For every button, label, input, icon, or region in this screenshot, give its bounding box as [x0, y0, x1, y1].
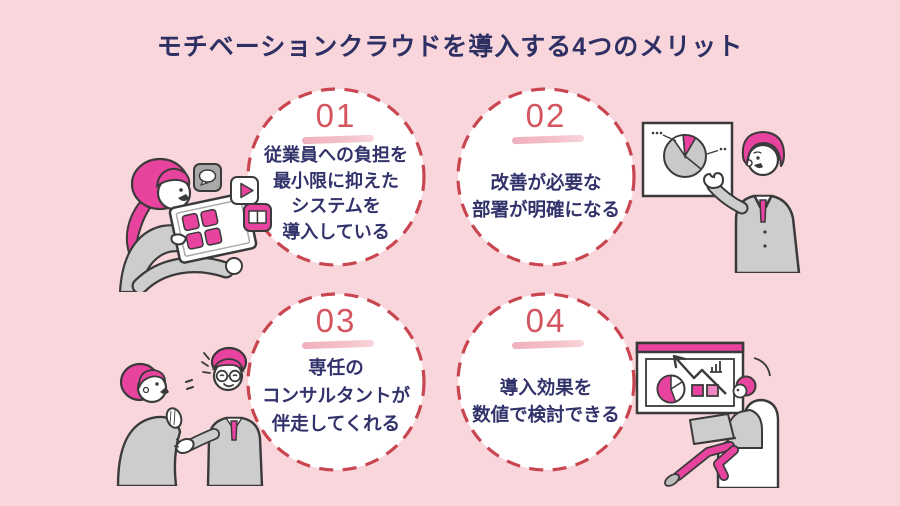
benefit-text-line: 専任の — [308, 357, 364, 378]
benefit-text-line: 従業員への負担を — [264, 145, 408, 165]
benefit-text-line: 最小限に抑えた — [273, 170, 399, 191]
whiteboard-pie-chart — [641, 121, 734, 198]
benefit-card-02: 02 改善が必要な 部署が明確になる — [454, 85, 638, 269]
benefit-card-03: 03 専任の コンサルタントが 伴走してくれる — [244, 290, 428, 474]
dashed-ring — [246, 292, 426, 472]
benefit-text-line: 数値で検討できる — [472, 404, 620, 425]
benefit-text-line: 導入している — [282, 221, 390, 242]
dashed-ring — [456, 87, 636, 267]
benefit-text-line: 導入効果を — [499, 377, 593, 398]
page-title: モチベーションクラウドを導入する4つのメリット — [156, 33, 744, 61]
benefit-card-04: 04 導入効果を 数値で検討できる — [454, 290, 638, 474]
tablet — [168, 192, 258, 264]
dashed-ring — [456, 292, 636, 472]
benefit-text: 従業員への負担を 最小限に抑えた システムを 導入している — [244, 143, 428, 245]
glasses — [215, 369, 242, 383]
benefit-text-line: 改善が必要な — [490, 172, 602, 193]
speech-bubble-icon — [193, 163, 222, 192]
benefit-text-line: 部署が明確になる — [471, 199, 620, 220]
illustration-dashboard-person — [635, 341, 780, 488]
benefit-text: 導入効果を 数値で検討できる — [454, 374, 638, 428]
dashed-ring — [246, 87, 426, 267]
benefit-number: 02 — [525, 97, 567, 134]
benefit-text-line: システムを — [291, 196, 381, 216]
illustration-two-businessmen — [116, 346, 264, 486]
illustration-woman-tablet — [118, 157, 272, 292]
illustration-man-whiteboard — [641, 121, 801, 273]
dashboard-screen — [635, 341, 745, 415]
play-icon — [230, 176, 259, 205]
benefit-number: 04 — [525, 302, 567, 339]
benefit-text-line: 伴走してくれる — [271, 413, 401, 434]
benefit-text: 専任の コンサルタントが 伴走してくれる — [244, 354, 428, 438]
benefit-number: 03 — [315, 302, 357, 339]
benefit-text-line: コンサルタントが — [261, 385, 410, 406]
benefit-text: 改善が必要な 部署が明確になる — [454, 169, 638, 223]
benefit-card-01: 01 従業員への負担を 最小限に抑えた システムを 導入している — [244, 85, 428, 269]
book-icon — [243, 203, 272, 232]
benefit-number: 01 — [315, 97, 357, 134]
